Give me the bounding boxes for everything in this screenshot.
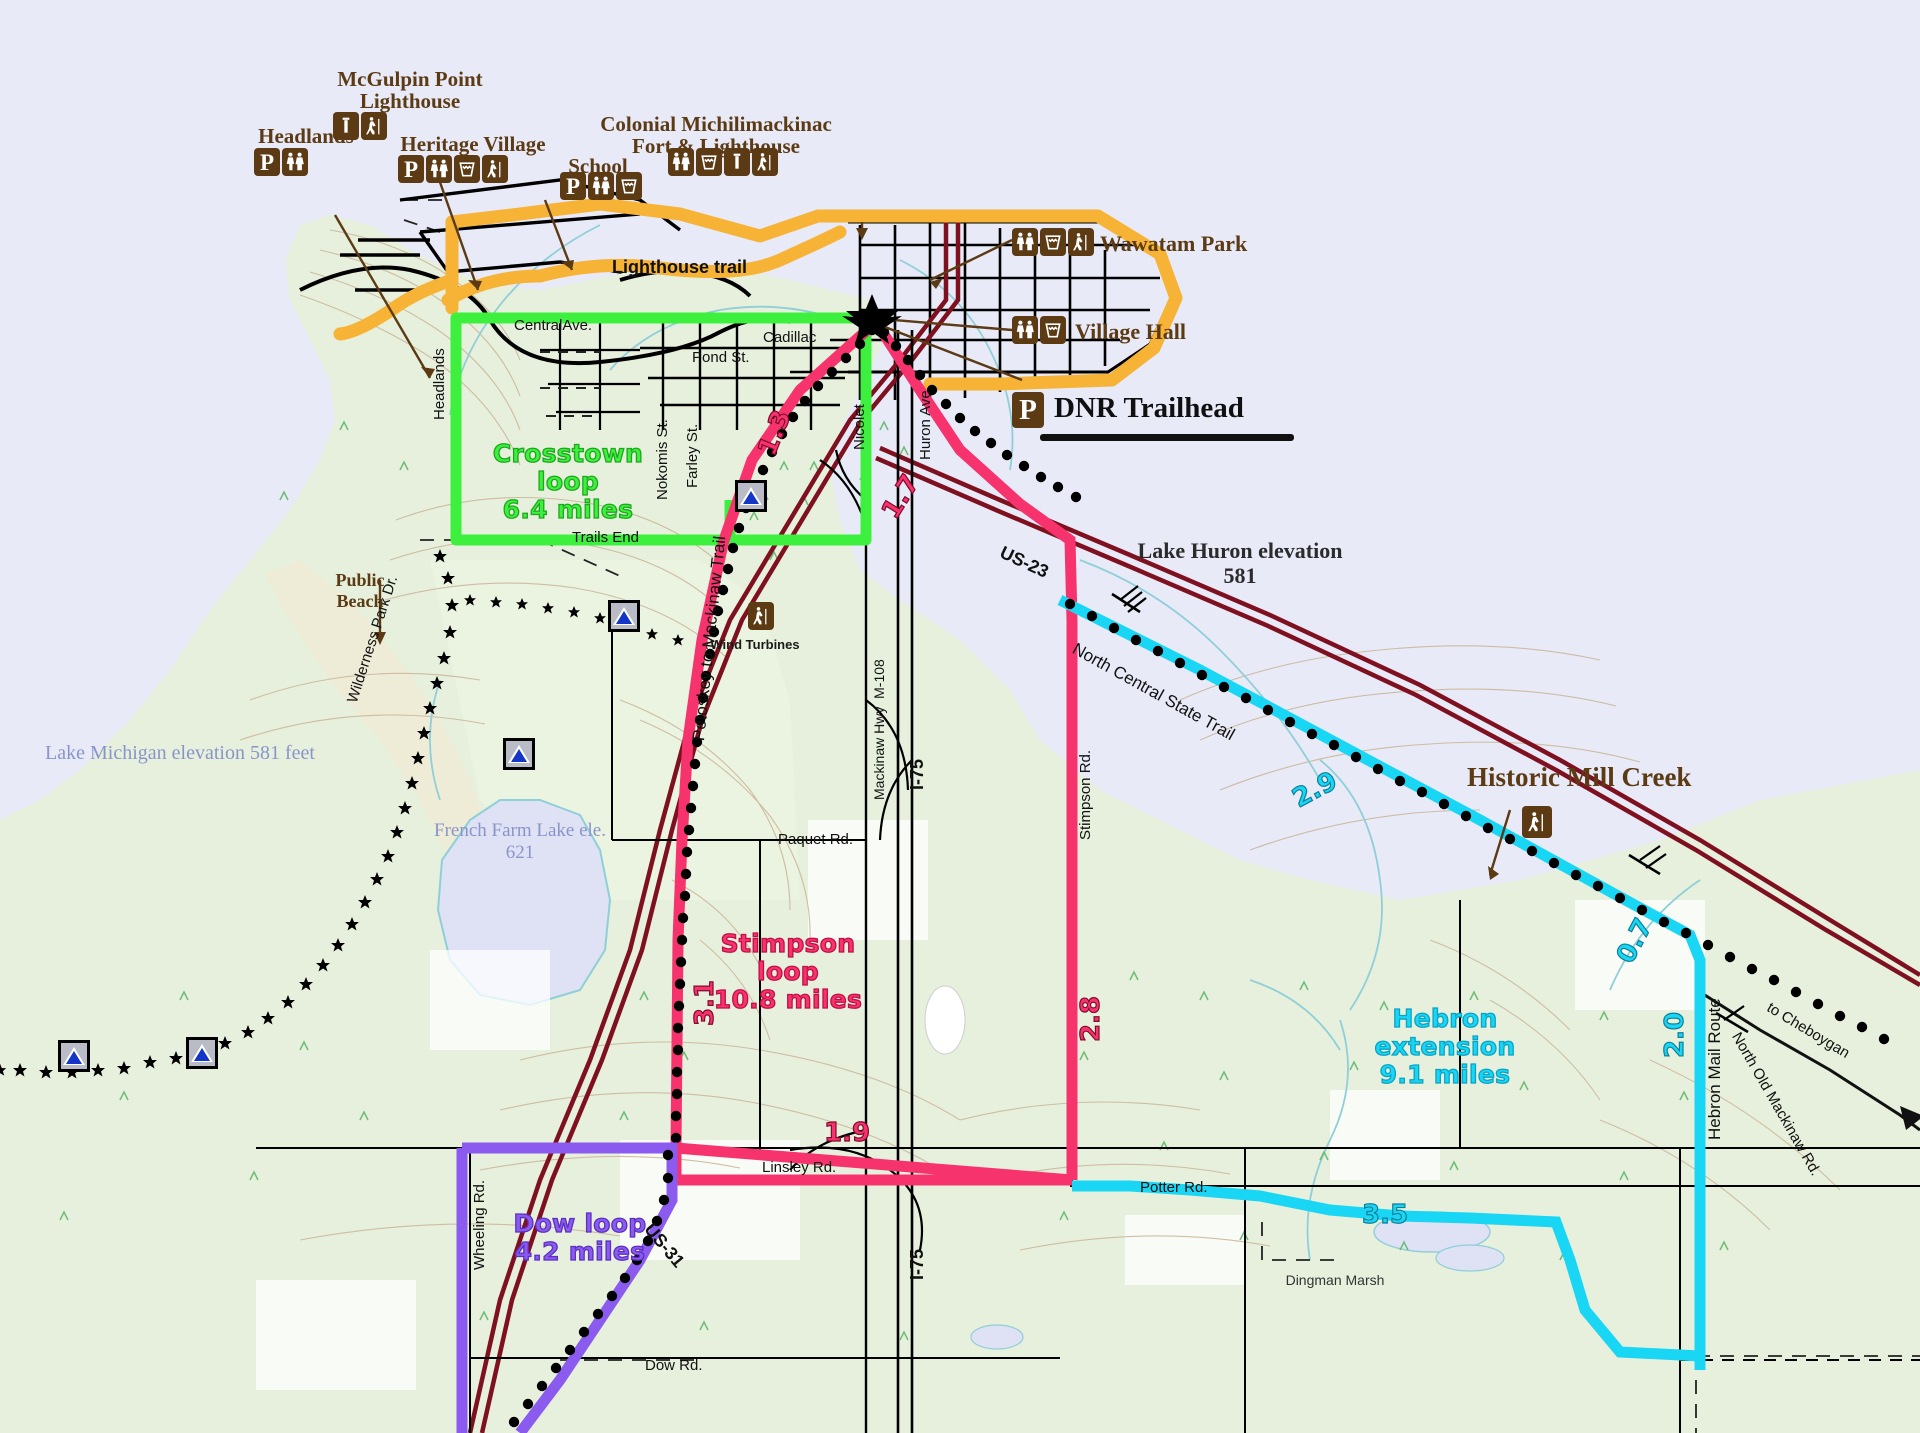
loop-name-dow: Dow loop: [513, 1209, 647, 1238]
street-linsley-rd: Linsley Rd.: [762, 1159, 837, 1176]
facility-icons-colonial[interactable]: [668, 148, 778, 176]
street-trails-end: Trails End: [572, 529, 639, 546]
restroom-icon: [426, 155, 452, 183]
trail-name-lighthouse-trail: Lighthouse trail: [612, 257, 747, 277]
lighthouse-icon: [724, 148, 750, 176]
facility-label-mill-creek: Historic Mill Creek: [1467, 762, 1692, 792]
facility-icons-village-hall[interactable]: [1012, 316, 1066, 344]
dnr-trailhead-icon-group[interactable]: P: [1012, 392, 1044, 428]
hiking-icon: [361, 112, 387, 140]
street-wheeling-rd: Wheeling Rd.: [471, 1179, 488, 1270]
street-potter-rd: Potter Rd.: [1140, 1179, 1208, 1196]
facility-icons-headlands[interactable]: P: [254, 148, 308, 176]
mileage-2-0: 2.0: [1659, 1011, 1691, 1059]
place-note-headlands-side: Headlands: [431, 348, 448, 420]
mileage-2-8: 2.8: [1075, 995, 1107, 1043]
loop-distance-dow: 4.2 miles: [514, 1237, 646, 1266]
facility-icons-wawatam[interactable]: [1012, 228, 1094, 256]
street-dow-rd: Dow Rd.: [645, 1357, 703, 1374]
street-pond-st: Pond St.: [692, 349, 750, 366]
mileage-1-9: 1.9: [823, 1117, 871, 1148]
place-note-dingman-marsh: Dingman Marsh: [1285, 1272, 1385, 1288]
street-paquet-rd: Paquet Rd.: [778, 831, 854, 848]
lighthouse-icon: [333, 112, 359, 140]
loop-label-dow: Dow loop 4.2 miles: [490, 1209, 670, 1266]
loop-distance-crosstown: 6.4 miles: [502, 495, 634, 524]
street-i-75-upper: I-75: [907, 758, 927, 790]
parking-icon: P: [254, 148, 280, 176]
place-note-public-beach: Public Beach: [335, 570, 385, 611]
picnic-icon: [454, 155, 480, 183]
hiking-icon: [752, 148, 778, 176]
parking-icon: P: [398, 155, 424, 183]
hiking-icon: [1522, 806, 1552, 838]
restroom-icon: [1012, 316, 1038, 344]
restroom-icon: [588, 172, 614, 200]
street-i-75-lower: I-75: [907, 1248, 927, 1280]
facility-label-wawatam: Wawatam Park: [1100, 231, 1248, 256]
parking-icon: P: [1012, 392, 1044, 428]
street-nokomis-st: Nokomis St.: [654, 419, 671, 500]
facility-icons-school[interactable]: P: [560, 172, 642, 200]
street-stimpson-rd: Stimpson Rd.: [1077, 749, 1094, 840]
loop-label-crosstown: Crosstown loop 6.4 miles: [468, 439, 668, 524]
facility-icons-mill-creek[interactable]: [1522, 806, 1552, 838]
street-mackinaw-hwy-m108: Mackinaw Hwy M-108: [871, 659, 887, 800]
wind-turbine-icon-group[interactable]: [748, 602, 774, 630]
facility-label-heritage: Heritage Village: [400, 132, 546, 156]
loop-name-hebron: Hebron extension: [1374, 1004, 1516, 1061]
street-nicolet: Nicolet: [851, 404, 868, 450]
loop-label-stimpson: Stimpson loop 10.8 miles: [688, 929, 888, 1014]
street-cadillac: Cadillac: [763, 329, 817, 346]
facility-label-school: School: [568, 154, 628, 178]
parking-icon: P: [560, 172, 586, 200]
mileage-3-1: 3.1: [689, 979, 721, 1027]
loop-name-stimpson: Stimpson loop: [720, 929, 856, 986]
place-note-wind-turbines: Wind Turbines: [710, 637, 800, 652]
facility-label-headlands: Headlands: [258, 124, 354, 148]
mileage-3-5: 3.5: [1361, 1199, 1409, 1230]
dnr-trailhead-label: DNR Trailhead: [1054, 392, 1244, 424]
picnic-icon: [696, 148, 722, 176]
water-label-lake-huron: Lake Huron elevation 581: [1137, 538, 1343, 589]
facility-label-village-hall: Village Hall: [1075, 319, 1187, 344]
picnic-icon: [1040, 316, 1066, 344]
water-label-lake-michigan: Lake Michigan elevation 581 feet: [45, 742, 315, 764]
facility-label-mcgulpin: McGulpin Point Lighthouse: [337, 67, 483, 114]
loop-label-hebron: Hebron extension 9.1 miles: [1340, 1004, 1550, 1089]
restroom-icon: [668, 148, 694, 176]
restroom-icon: [1012, 228, 1038, 256]
water-label-french-farm-lake: French Farm Lake ele. 621: [434, 820, 606, 863]
hiking-icon: [748, 602, 774, 630]
restroom-icon: [282, 148, 308, 176]
hiking-icon: [1068, 228, 1094, 256]
picnic-icon: [616, 172, 642, 200]
trail-name-hebron-mail-route: Hebron Mail Route: [1705, 998, 1724, 1140]
street-central-ave: CentralAve.: [514, 317, 593, 334]
loop-name-crosstown: Crosstown loop: [492, 439, 644, 496]
hiking-icon: [482, 155, 508, 183]
street-huron-ave: Huron Ave.: [917, 386, 934, 460]
street-farley-st: Farley St.: [684, 423, 701, 488]
facility-icons-heritage[interactable]: P: [398, 155, 508, 183]
picnic-icon: [1040, 228, 1066, 256]
loop-distance-stimpson: 10.8 miles: [713, 985, 863, 1014]
loop-distance-hebron: 9.1 miles: [1379, 1060, 1511, 1089]
facility-icons-mcgulpin[interactable]: [333, 112, 387, 140]
dnr-trailhead-underline: [1040, 434, 1294, 441]
